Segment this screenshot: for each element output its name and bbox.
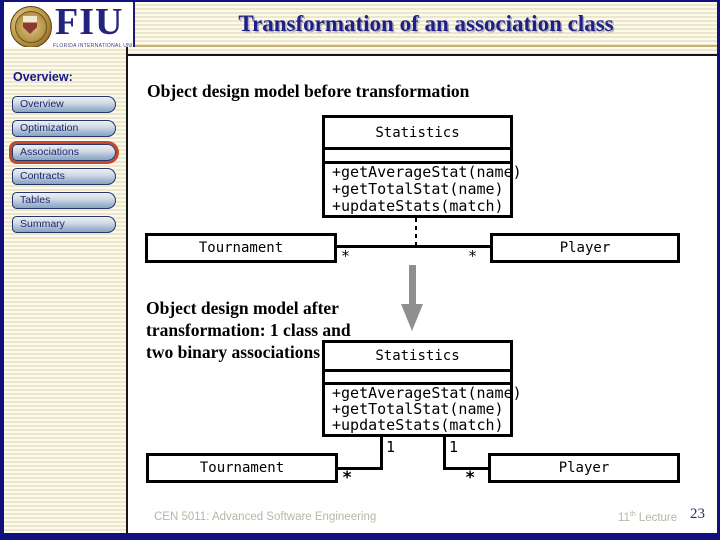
multiplicity-many-left: * xyxy=(342,468,353,488)
class-name: Statistics xyxy=(325,118,510,150)
method: +updateStats(match) xyxy=(332,416,504,434)
binary-association-right-horizontal xyxy=(443,467,491,470)
header-divider xyxy=(133,2,135,52)
sidebar-item-summary[interactable]: Summary xyxy=(12,216,116,233)
sidebar-item-associations[interactable]: Associations xyxy=(12,144,116,161)
method: +getTotalStat(name) xyxy=(332,180,504,198)
multiplicity-one-left: 1 xyxy=(386,438,396,456)
class-statistics-before: Statistics +getAverageStat(name) +getTot… xyxy=(322,115,522,218)
footer-course: CEN 5011: Advanced Software Engineering xyxy=(154,511,377,523)
class-statistics-after: Statistics +getAverageStat(name) +getTot… xyxy=(322,340,522,437)
logo-acronym: FIU xyxy=(55,1,124,43)
page-number: 23 xyxy=(690,506,705,522)
sidebar-item-overview[interactable]: Overview xyxy=(12,96,116,113)
heading-after-line: two binary associations xyxy=(146,342,321,362)
binary-association-left-horizontal xyxy=(337,467,383,470)
class-player-after: Player xyxy=(488,453,680,483)
heading-before: Object design model before transformatio… xyxy=(147,81,470,101)
sidebar-divider xyxy=(126,47,128,533)
sidebar-item-optimization[interactable]: Optimization xyxy=(12,120,116,137)
fiu-logo: FIU FLORIDA INTERNATIONAL UNIVERSITY xyxy=(4,1,156,52)
sidebar-item-tables[interactable]: Tables xyxy=(12,192,116,209)
sidebar-heading: Overview: xyxy=(13,70,73,84)
class-player-before: Player xyxy=(490,233,680,263)
multiplicity-one-right: 1 xyxy=(449,438,459,456)
page-title: Transformation of an association class xyxy=(238,10,614,36)
method: +updateStats(match) xyxy=(332,197,504,215)
class-tournament-after: Tournament xyxy=(146,453,338,483)
methods-compartment: +getAverageStat(name) +getTotalStat(name… xyxy=(325,163,522,215)
transformation-arrow xyxy=(409,265,416,304)
header-rule xyxy=(128,54,717,56)
association-line xyxy=(337,245,490,248)
university-seal-icon xyxy=(10,6,52,48)
heading-after-line: Object design model after xyxy=(146,298,339,318)
binary-association-left-vertical xyxy=(380,437,383,469)
lecture-ordinal: th xyxy=(629,511,636,518)
binary-association-right-vertical xyxy=(443,437,446,469)
method: +getTotalStat(name) xyxy=(332,400,504,418)
class-tournament-before: Tournament xyxy=(145,233,337,263)
method: +getAverageStat(name) xyxy=(332,163,522,181)
class-name: Statistics xyxy=(325,343,510,372)
attributes-compartment xyxy=(325,372,510,385)
method: +getAverageStat(name) xyxy=(332,384,522,402)
attributes-compartment xyxy=(325,150,510,164)
transformation-arrow-head xyxy=(401,304,423,331)
lecture-number: 11 xyxy=(618,511,630,524)
multiplicity-left: * xyxy=(341,247,351,265)
sidebar-item-contracts[interactable]: Contracts xyxy=(12,168,116,185)
multiplicity-right: * xyxy=(468,247,478,265)
logo-university-name: FLORIDA INTERNATIONAL UNIVERSITY xyxy=(53,43,157,49)
multiplicity-many-right: * xyxy=(465,468,476,488)
title-bar: Transformation of an association class xyxy=(135,2,717,47)
association-class-dashed-link xyxy=(415,218,417,249)
methods-compartment: +getAverageStat(name) +getTotalStat(name… xyxy=(325,384,522,434)
heading-after: Object design model after transformation… xyxy=(146,297,351,363)
header-strip xyxy=(128,47,717,54)
lecture-label: Lecture xyxy=(638,511,678,524)
heading-after-line: transformation: 1 class and xyxy=(146,320,351,340)
